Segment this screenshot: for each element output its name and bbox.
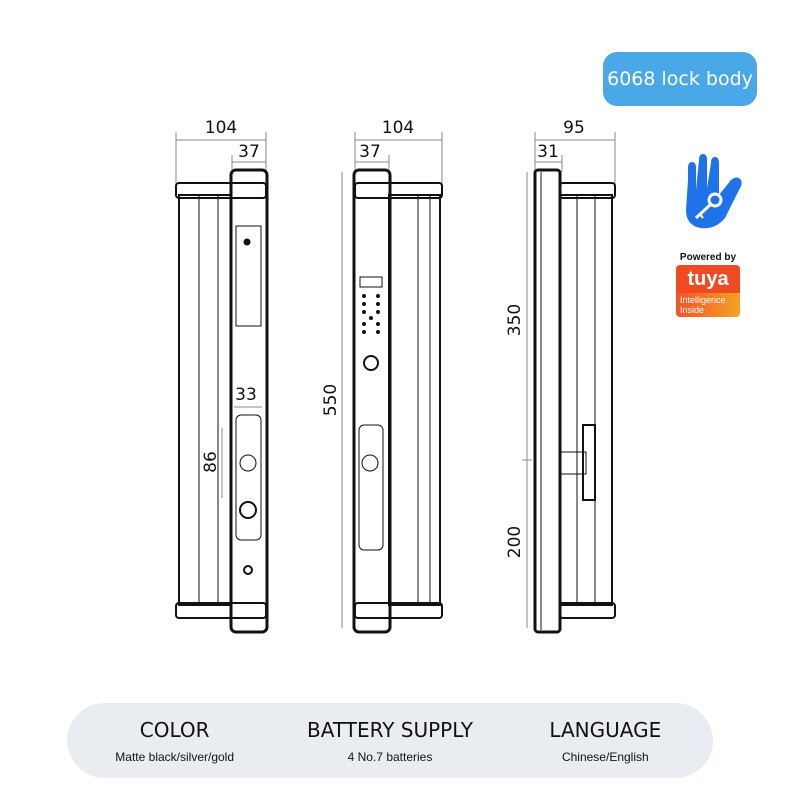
dim-front-inner: 33: [235, 385, 257, 405]
spec-value: Chinese/English: [561, 749, 649, 764]
dimension-labels: 104 37 33 86 104 37 550 95 31 350 200: [201, 118, 585, 558]
powered-by-label: Powered by: [679, 252, 737, 263]
lock-body-badge: 6068 lock body: [603, 52, 757, 106]
spec-title: COLOR: [139, 717, 210, 742]
specs-bar: COLOR Matte black/silver/gold BATTERY SUP…: [67, 703, 713, 778]
dim-back-width: 104: [382, 118, 414, 138]
spec-color: COLOR Matte black/silver/gold: [75, 718, 275, 764]
dim-side-upper: 350: [505, 304, 525, 336]
dim-back-body: 37: [359, 142, 381, 162]
spec-value: Matte black/silver/gold: [115, 749, 235, 764]
spec-title: LANGUAGE: [549, 717, 662, 742]
side-view: [522, 132, 616, 634]
front-view: [175, 132, 269, 634]
dim-front-body: 37: [238, 142, 260, 162]
dim-side-width: 95: [563, 118, 585, 138]
dim-back-height: 550: [321, 384, 341, 416]
tagline-line-2: Inside: [680, 305, 705, 315]
spec-language: LANGUAGE Chinese/English: [505, 718, 705, 764]
dim-side-body: 31: [537, 142, 559, 162]
dim-side-lower: 200: [505, 526, 525, 558]
spec-title: BATTERY SUPPLY: [307, 717, 473, 742]
hand-key-icon: [686, 154, 742, 229]
dim-front-handle: 86: [201, 451, 221, 473]
dim-front-width: 104: [205, 118, 237, 138]
back-view: [341, 132, 443, 634]
spec-battery: BATTERY SUPPLY 4 No.7 batteries: [290, 718, 490, 764]
spec-value: 4 No.7 batteries: [347, 749, 433, 764]
tuya-brand: tuya: [676, 265, 740, 293]
tagline-line-1: Intelligence: [680, 295, 726, 305]
